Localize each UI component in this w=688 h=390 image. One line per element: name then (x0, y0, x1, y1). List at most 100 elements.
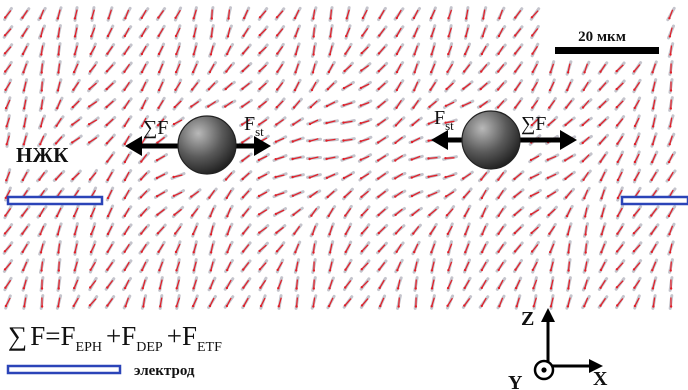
flow-arrow-head (21, 250, 24, 254)
flow-arrow (360, 138, 370, 142)
flow-arrow (40, 99, 44, 109)
flow-arrow-head (394, 124, 398, 127)
flow-arrow (191, 208, 199, 216)
flow-arrow-head (5, 125, 8, 128)
flow-arrow (311, 81, 317, 91)
flow-arrow (329, 261, 333, 271)
flow-arrow-head (276, 52, 279, 55)
flow-arrow-head (57, 251, 60, 254)
flow-arrow-head (667, 160, 671, 164)
flow-arrow (531, 45, 539, 55)
flow-arrow-head (430, 70, 433, 74)
flow-arrow (516, 297, 520, 307)
flow-arrow (140, 154, 148, 162)
flow-arrow-head (57, 287, 60, 290)
flow-arrow-head (632, 232, 636, 235)
electrode-legend: электрод (6, 363, 195, 379)
flow-arrow (464, 45, 470, 55)
flow-arrow-head (464, 233, 467, 236)
flow-arrow (378, 82, 386, 90)
flow-arrow (294, 63, 300, 73)
flow-arrow (5, 81, 11, 91)
flow-arrow (652, 99, 656, 109)
flow-arrow (564, 155, 574, 161)
flow-arrow (175, 9, 181, 19)
flow-arrow (175, 243, 181, 253)
flow-arrow (310, 190, 318, 198)
flow-arrow-head (155, 195, 159, 198)
right-particle (461, 110, 521, 170)
flow-arrow (158, 63, 164, 73)
flow-arrow (411, 137, 421, 143)
flow-arrow-head (532, 305, 535, 308)
flow-arrow (243, 9, 249, 19)
flow-arrow-head (258, 105, 261, 108)
flow-arrow (669, 243, 673, 253)
flow-arrow (481, 207, 487, 217)
flow-arrow-head (446, 286, 450, 290)
flow-arrow-head (360, 214, 363, 217)
flow-arrow (396, 243, 402, 253)
flow-arrow-head (209, 53, 213, 56)
flow-arrow (312, 63, 316, 73)
flow-arrow-head (40, 107, 43, 110)
flow-arrow-head (292, 213, 295, 216)
flow-arrow (124, 45, 130, 55)
flow-arrow (156, 173, 166, 179)
flow-arrow (650, 225, 658, 235)
flow-arrow-head (411, 213, 414, 217)
flow-arrow-head (430, 305, 433, 308)
flow-arrow-head (39, 251, 43, 254)
flow-arrow-head (396, 287, 400, 290)
flow-arrow-head (40, 305, 44, 308)
flow-arrow (295, 279, 299, 289)
flow-arrow (652, 117, 656, 127)
flow-arrow-head (156, 232, 160, 235)
electrode-legend-swatch (6, 364, 122, 375)
flow-arrow (192, 297, 198, 307)
flow-arrow (361, 298, 369, 306)
flow-arrow-head (89, 268, 92, 271)
flow-arrow-head (328, 269, 332, 272)
flow-arrow (550, 279, 554, 289)
flow-arrow (343, 120, 353, 124)
flow-arrow (23, 135, 27, 145)
flow-arrow (210, 45, 214, 55)
flow-arrow-head (598, 105, 601, 109)
flow-arrow (463, 190, 471, 198)
flow-arrow-head (209, 269, 213, 272)
flow-arrow-head (546, 176, 550, 179)
flow-arrow-head (21, 34, 24, 37)
flow-arrow-head (141, 287, 144, 290)
flow-arrow-head (21, 214, 24, 217)
flow-arrow-head (377, 105, 380, 109)
flow-arrow-head (413, 269, 417, 272)
flow-arrow-head (583, 197, 586, 200)
flow-arrow (530, 209, 540, 215)
flow-arrow-head (258, 268, 262, 271)
flow-arrow (141, 243, 147, 253)
flow-arrow-head (106, 196, 110, 200)
coordinate-axes: Z X Y (508, 308, 608, 390)
flow-arrow-head (39, 143, 42, 146)
flow-arrow (326, 120, 336, 124)
flow-arrow-head (615, 106, 618, 109)
flow-arrow (259, 10, 267, 18)
flow-arrow-head (668, 251, 672, 254)
flow-arrow-head (377, 70, 380, 73)
flow-arrow (123, 63, 131, 73)
flow-arrow (431, 261, 435, 271)
flow-arrow-head (139, 196, 143, 199)
flow-arrow-head (444, 157, 447, 160)
flow-arrow (207, 100, 217, 108)
flow-arrow-head (21, 52, 25, 56)
flow-arrow-head (3, 268, 7, 271)
flow-arrow-head (140, 70, 144, 74)
flow-arrow-head (225, 196, 228, 200)
flow-arrow-head (38, 178, 41, 181)
flow-arrow-head (123, 52, 126, 55)
flow-arrow (668, 171, 674, 181)
flow-arrow-head (174, 16, 177, 19)
flow-arrow (88, 137, 98, 143)
